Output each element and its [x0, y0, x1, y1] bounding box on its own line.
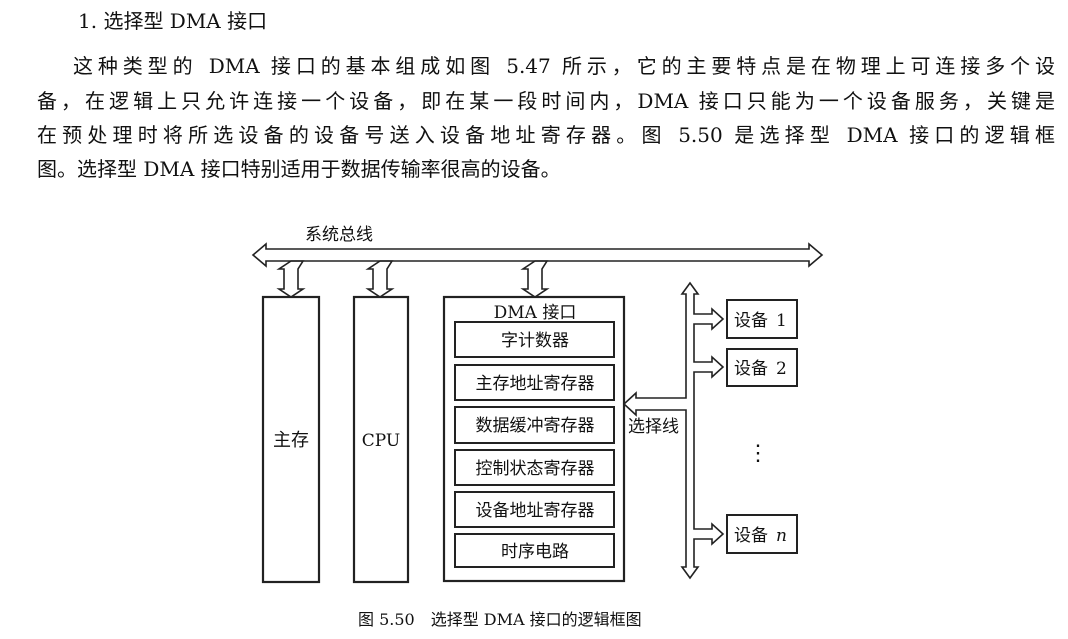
device-box — [726, 348, 798, 387]
device-box — [726, 514, 798, 554]
bus-label: 系统总线 — [305, 225, 373, 245]
memory-box — [261, 295, 321, 584]
register-label: 时序电路 — [501, 542, 569, 562]
register-label: 设备地址寄存器 — [476, 501, 595, 521]
select-line-label: 选择线 — [628, 417, 679, 437]
register-label: 控制状态寄存器 — [476, 459, 595, 479]
system-bus-arrow — [251, 242, 824, 268]
dma-title: DMA 接口 — [494, 303, 577, 323]
paragraph-line: 图。选择型 DMA 接口特别适用于数据传输率很高的设备。 — [37, 157, 561, 181]
register-label: 数据缓冲寄存器 — [476, 416, 595, 436]
register-label: 主存地址寄存器 — [476, 374, 595, 394]
register-label: 字计数器 — [501, 331, 569, 351]
device-bus-arrow — [622, 281, 725, 580]
paragraph-line: 这种类型的 DMA 接口的基本组成如图 5.47 所示，它的主要特点是在物理上可… — [73, 54, 1055, 78]
device-box — [726, 299, 798, 339]
ellipsis: ⋮ — [747, 441, 769, 466]
figure-caption: 图 5.50 选择型 DMA 接口的逻辑框图 — [358, 610, 642, 629]
dma-registers: 字计数器 主存地址寄存器 数据缓冲寄存器 控制状态寄存器 设备地址寄存器 时序电… — [454, 321, 615, 568]
bus-connector-arrows — [276, 260, 550, 298]
cpu-label: CPU — [362, 431, 400, 451]
section-heading: 1. 选择型 DMA 接口 — [78, 9, 268, 33]
memory-label: 主存 — [273, 430, 309, 451]
dma-interface-box — [442, 295, 626, 583]
paragraph-line: 在预处理时将所选设备的设备号送入设备地址寄存器。图 5.50 是选择型 DMA … — [37, 123, 1055, 147]
paragraph-line: 备，在逻辑上只允许连接一个设备，即在某一段时间内，DMA 接口只能为一个设备服务… — [37, 89, 1055, 113]
cpu-box — [352, 295, 410, 584]
